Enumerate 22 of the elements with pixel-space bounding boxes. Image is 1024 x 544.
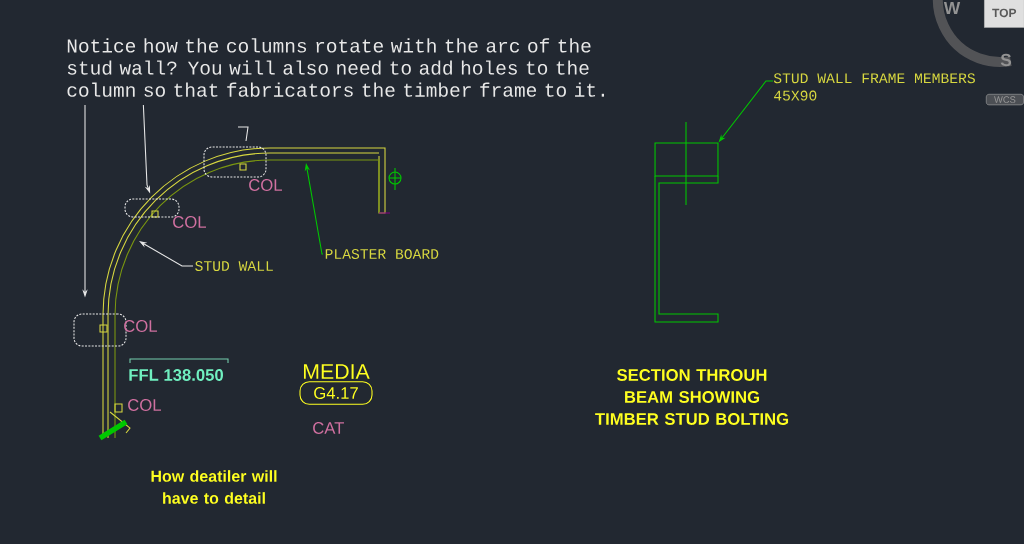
- caption-text: How deatiler will have to detail: [151, 470, 277, 504]
- column-label: COL: [249, 179, 282, 191]
- section-title: SECTION THROUH BEAM SHOWING TIMBER STUD BOLTING: [595, 369, 789, 425]
- callout-text: STUD WALL FRAME MEMBERS 45X90: [773, 73, 975, 101]
- view-cube-face: TOP: [984, 0, 1024, 28]
- tag-box: G4.17: [299, 381, 373, 405]
- callout-text: STUD WALL: [195, 261, 273, 271]
- level-text: FFL 138.050: [129, 369, 223, 381]
- note-text: Notice how the columns rotate with the arc of the stud wall? You will also need to add holes to the column so that fabricators the timber frame to it.: [67, 38, 604, 97]
- timber-member-box: [654, 142, 719, 177]
- category-text: CAT: [313, 422, 344, 434]
- column-label: COL: [173, 216, 206, 228]
- compass-letter: W: [943, 2, 961, 14]
- column-label: COL: [128, 399, 161, 411]
- callout-text: PLASTER BOARD: [325, 249, 439, 259]
- leader-line: [139, 241, 194, 267]
- column-cloud: [124, 198, 180, 218]
- column-label: COL: [124, 320, 157, 332]
- column-cloud: [203, 146, 267, 178]
- compass-letter: S: [1000, 53, 1012, 67]
- tag-heading: MEDIA: [304, 364, 370, 379]
- coordinate-system-button: WCS: [986, 94, 1024, 106]
